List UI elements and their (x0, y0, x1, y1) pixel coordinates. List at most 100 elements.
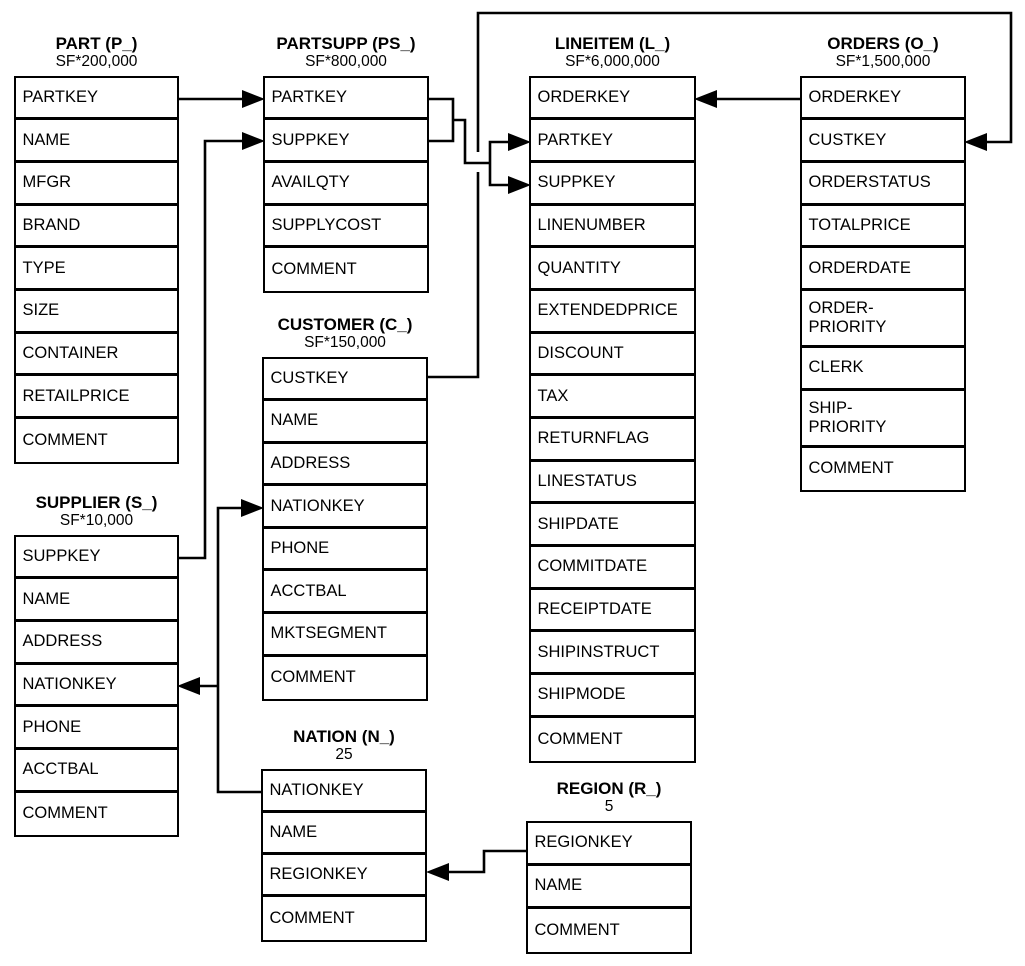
column-label: ACCTBAL (270, 581, 347, 600)
table-row-part-type: TYPE (15, 248, 177, 291)
table-row-lineitem-suppkey: SUPPKEY (530, 162, 694, 206)
column-label: SHIPDATE (537, 514, 619, 533)
arrowhead-supplier-suppkey-to-partsupp-suppkey (242, 132, 265, 150)
table-header-nation: NATION (N_)25 (233, 727, 455, 764)
column-label: NAME (22, 130, 71, 149)
column-label: ORDERDATE (808, 258, 911, 277)
table-row-customer-phone: PHONE (263, 528, 426, 572)
column-label: COMMENT (270, 668, 356, 687)
wire-partsupp-merge-elbow (453, 118, 490, 165)
table-header-part: PART (P_)SF*200,000 (0, 34, 207, 71)
column-label: RETURNFLAG (537, 429, 650, 448)
table-row-part-name: NAME (15, 120, 177, 163)
arrowhead-partsupp-to-lineitem-partkey (508, 133, 531, 151)
column-label: COMMENT (534, 921, 620, 940)
arrowhead-region-regionkey-to-nation-regionkey (426, 863, 449, 881)
table-cardinality-partsupp: SF*800,000 (305, 53, 387, 70)
arrowhead-partsupp-to-lineitem-suppkey (508, 176, 531, 194)
column-label: PHONE (270, 539, 330, 558)
column-label: NAME (534, 876, 583, 895)
wire-region-regionkey-to-nation-regionkey (449, 849, 528, 874)
table-supplier: SUPPKEY NAME ADDRESS NATIONKEY PHONE ACCTBAL C… (13, 534, 179, 838)
wire-supplier-suppkey-to-partsupp-suppkey (177, 139, 242, 560)
table-row-lineitem-shipinstruct: SHIPINSTRUCT (530, 632, 694, 676)
arrowhead-nation-nationkey-to-customer-nationkey (241, 499, 264, 517)
column-label: NAME (270, 411, 319, 430)
table-row-customer-mktsegment: MKTSEGMENT (263, 614, 426, 657)
table-row-lineitem-extendedprice: EXTENDEDPRICE (530, 290, 694, 334)
table-row-lineitem-orderkey: ORDERKEY (530, 77, 694, 121)
table-header-lineitem: LINEITEM (L_)SF*6,000,000 (501, 34, 724, 71)
table-region: REGIONKEY NAME COMMENT (525, 820, 692, 955)
table-row-supplier-phone: PHONE (15, 707, 177, 750)
column-label: ORDER- PRIORITY (808, 298, 887, 336)
table-row-supplier-name: NAME (15, 579, 177, 622)
table-row-orders-orderkey: ORDERKEY (801, 77, 964, 121)
table-row-lineitem-linenumber: LINENUMBER (530, 205, 694, 249)
arrowhead-part-partkey-to-partsupp-partkey (242, 90, 265, 108)
table-row-orders-totalprice: TOTALPRICE (801, 205, 964, 249)
column-label: CLERK (808, 358, 864, 377)
table-row-supplier-acctbal: ACCTBAL (15, 749, 177, 793)
table-lineitem: ORDERKEY PARTKEY SUPPKEY LINENUMBER QUANTITY… (528, 75, 696, 763)
column-label: PARTKEY (271, 87, 348, 106)
column-label: NATIONKEY (269, 780, 364, 799)
column-label: PHONE (22, 717, 82, 736)
table-row-lineitem-commitdate: COMMITDATE (530, 547, 694, 590)
table-header-region: REGION (R_)5 (498, 779, 720, 816)
column-label: NATIONKEY (270, 496, 365, 515)
column-label: ADDRESS (22, 632, 103, 651)
table-row-lineitem-shipdate: SHIPDATE (530, 504, 694, 548)
table-row-customer-name: NAME (263, 401, 426, 444)
column-label: ACCTBAL (22, 760, 99, 779)
table-row-nation-nationkey: NATIONKEY (262, 770, 425, 813)
table-row-orders-orderstatus: ORDERSTATUS (801, 162, 964, 206)
column-label: LINESTATUS (537, 472, 637, 491)
table-row-lineitem-tax: TAX (530, 376, 694, 419)
column-label: SHIPINSTRUCT (537, 642, 660, 661)
table-cardinality-supplier: SF*10,000 (59, 512, 134, 529)
table-row-customer-address: ADDRESS (263, 443, 426, 487)
table-cardinality-customer: SF*150,000 (304, 334, 386, 351)
table-row-supplier-comment: COMMENT (15, 792, 177, 836)
column-label: COMMENT (269, 909, 355, 928)
column-label: LINENUMBER (537, 215, 646, 234)
column-label: PARTKEY (22, 87, 99, 106)
table-row-supplier-address: ADDRESS (15, 621, 177, 665)
table-title-region: REGION (R_) (556, 779, 662, 798)
arrowhead-orders-orderkey-to-lineitem-orderkey (694, 90, 717, 108)
table-row-partsupp-comment: COMMENT (264, 248, 427, 291)
table-row-lineitem-returnflag: RETURNFLAG (530, 419, 694, 462)
column-label: REGIONKEY (269, 865, 368, 884)
column-label: PARTKEY (537, 130, 614, 149)
table-row-partsupp-supplycost: SUPPLYCOST (264, 205, 427, 249)
column-label: QUANTITY (537, 258, 621, 277)
column-label: COMMENT (537, 729, 623, 748)
table-row-supplier-nationkey: NATIONKEY (15, 664, 177, 708)
table-row-customer-nationkey: NATIONKEY (263, 486, 426, 529)
table-row-region-regionkey: REGIONKEY (527, 822, 690, 866)
table-cardinality-lineitem: SF*6,000,000 (565, 53, 660, 70)
table-row-part-size: SIZE (15, 290, 177, 334)
column-label: COMMENT (22, 804, 108, 823)
table-row-supplier-suppkey: SUPPKEY (15, 536, 177, 580)
table-title-partsupp: PARTSUPP (PS_) (276, 34, 416, 53)
column-label: CUSTKEY (270, 368, 349, 387)
table-row-lineitem-discount: DISCOUNT (530, 333, 694, 377)
column-label: TOTALPRICE (808, 215, 911, 234)
table-row-nation-comment: COMMENT (262, 897, 425, 940)
column-label: NATIONKEY (22, 674, 117, 693)
column-label: NAME (22, 589, 71, 608)
column-label: RECEIPTDATE (537, 600, 652, 619)
table-row-lineitem-partkey: PARTKEY (530, 120, 694, 163)
table-row-lineitem-quantity: QUANTITY (530, 248, 694, 291)
table-row-partsupp-suppkey: SUPPKEY (264, 120, 427, 163)
column-label: SHIP- PRIORITY (808, 398, 887, 436)
table-header-partsupp: PARTSUPP (PS_)SF*800,000 (235, 34, 457, 71)
column-label: COMMENT (271, 260, 357, 279)
